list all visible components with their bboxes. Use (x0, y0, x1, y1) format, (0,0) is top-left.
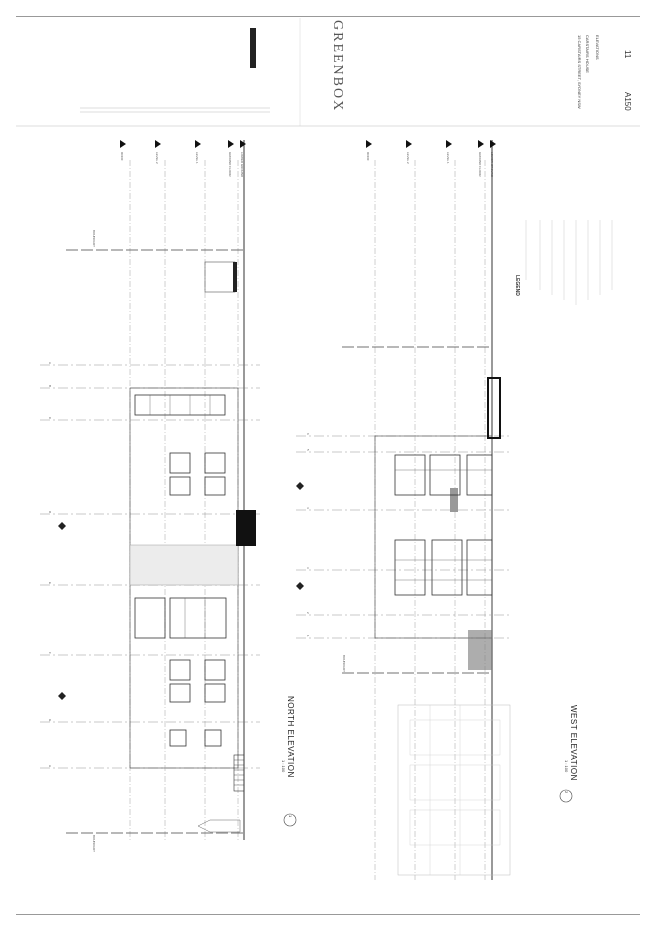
level-label-level1-west: LEVEL 1 (446, 152, 450, 164)
project-name: CARSTAIRS HOUSE (585, 35, 590, 73)
gridline-bubble-f: F (48, 652, 52, 654)
gridline-bubble-6: 6 (306, 433, 310, 435)
gridline-bubble-3: 3 (306, 567, 310, 569)
gridline-bubble-b: B (48, 385, 52, 388)
north-elevation-number: 1 (288, 815, 293, 818)
level-label-roof-west: ROOF (366, 152, 370, 161)
gridline-bubble-c: C (48, 417, 52, 420)
level-label-ground: GROUND FLOOR (228, 152, 232, 177)
north-elevation-scale: 1 : 100 (281, 760, 286, 773)
gridline-bubble-a: A (48, 362, 52, 365)
level-label-level2-west: LEVEL 2 (406, 152, 410, 164)
sheet-border (16, 16, 640, 915)
legend-title: LEGEND (514, 275, 520, 296)
west-elevation-scale: 1 : 100 (564, 760, 569, 773)
gridline-bubble-4: 4 (306, 507, 310, 509)
gridline-bubble-d: D (48, 511, 52, 514)
west-elevation-title: WEST ELEVATION (569, 705, 578, 781)
west-elevation-number: 2 (564, 791, 569, 794)
gridline-bubble-h: H (48, 765, 52, 768)
revision-number: 11 (623, 50, 632, 59)
gridline-bubble-1: 1 (306, 635, 310, 637)
boundary-label-west: BOUNDARY (342, 655, 346, 672)
boundary-label-north-bottom: BOUNDARY (92, 835, 96, 852)
gridline-bubble-2: 2 (306, 612, 310, 614)
level-label-level1: LEVEL 1 (195, 152, 199, 164)
gridline-bubble-e: E (48, 582, 52, 585)
level-label-ground-west: GROUND FLOOR (478, 152, 482, 177)
level-label-lower-west: LOWER GROUND (490, 152, 494, 178)
sheet-number: A150 (623, 92, 632, 111)
level-label-level2: LEVEL 2 (155, 152, 159, 164)
boundary-label-north-top: BOUNDARY (92, 230, 96, 247)
project-address: 15 CARSTAIRS STREET, SYDNEY NSW (577, 35, 582, 109)
drawing-type: ELEVATIONS (595, 35, 600, 60)
level-label-lower: LOWER GROUND (240, 152, 244, 178)
level-label-roof: ROOF (120, 152, 124, 161)
north-elevation-title: NORTH ELEVATION (286, 696, 295, 778)
gridline-bubble-g: G (48, 719, 52, 722)
brand-logo: GREENBOX (330, 20, 345, 113)
gridline-bubble-5: 5 (306, 449, 310, 451)
